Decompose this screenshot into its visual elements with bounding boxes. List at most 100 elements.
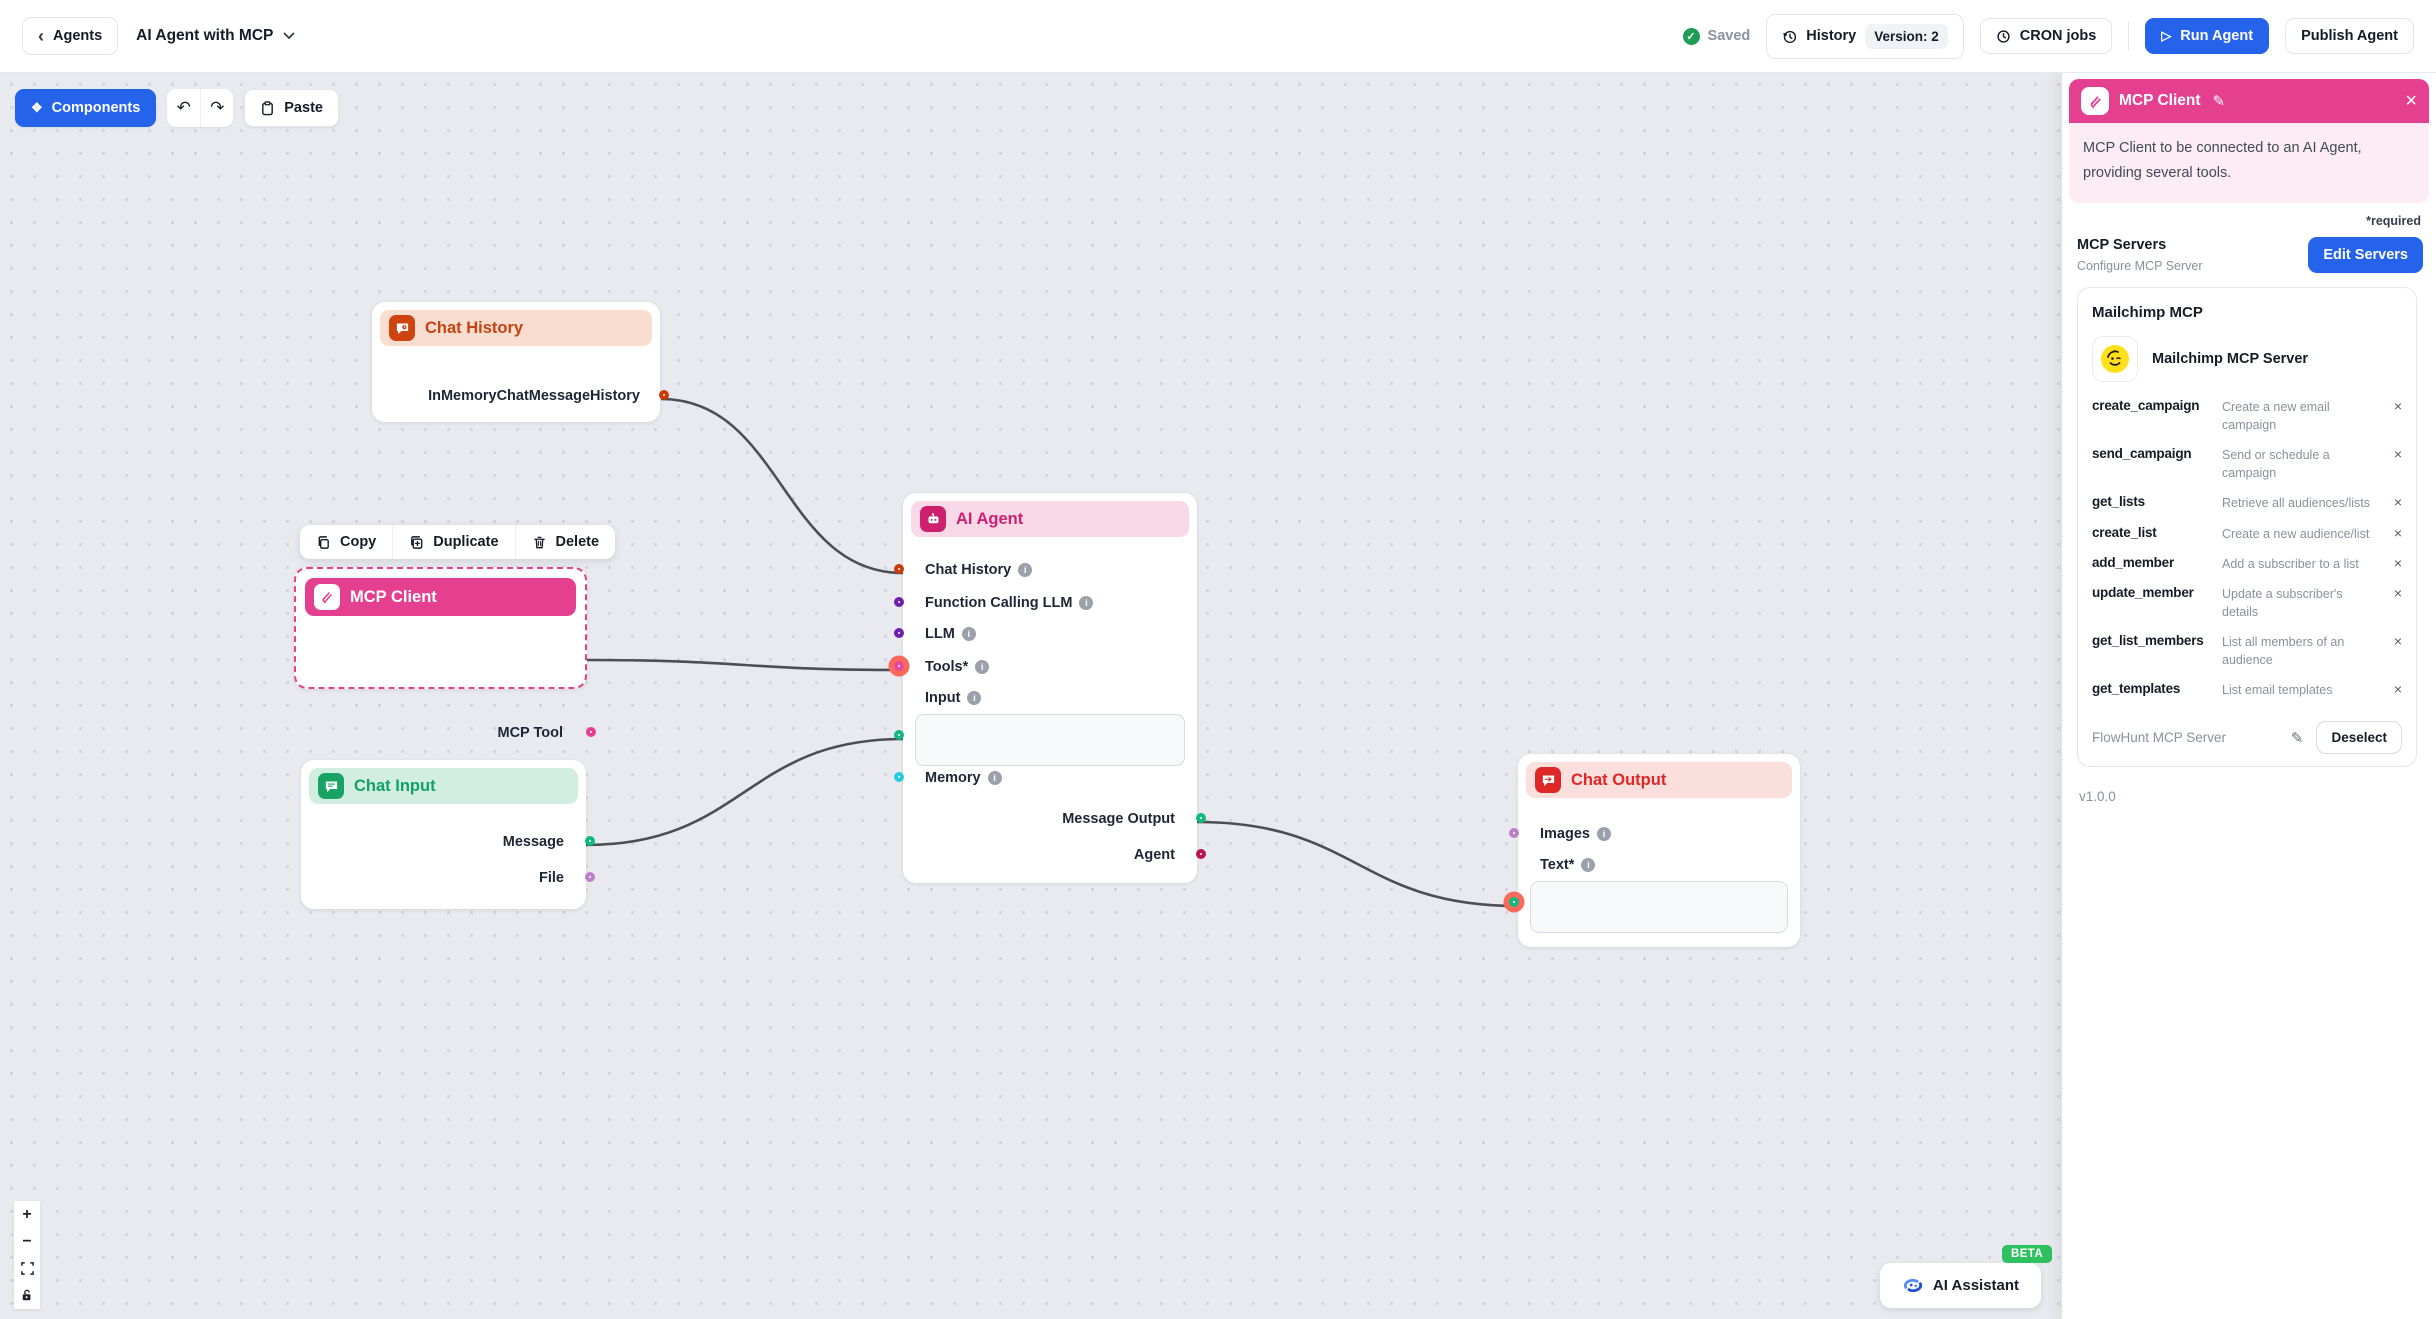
handle-agent-output[interactable] [1196, 849, 1206, 859]
edge-chathistory-to-agent[interactable] [660, 397, 904, 575]
deselect-button[interactable]: Deselect [2316, 721, 2402, 755]
info-icon[interactable]: i [975, 660, 990, 674]
redo-button[interactable]: ↷ [200, 89, 234, 127]
publish-agent-button[interactable]: Publish Agent [2285, 18, 2414, 54]
edge-messageoutput-to-text[interactable] [1196, 820, 1519, 908]
run-agent-button[interactable]: ▷ Run Agent [2145, 18, 2270, 54]
edit-title-icon[interactable]: ✎ [2212, 93, 2226, 110]
output-label: InMemoryChatMessageHistory [428, 388, 640, 404]
remove-tool-icon[interactable]: × [2393, 554, 2402, 571]
node-chat-history[interactable]: Chat History InMemoryChatMessageHistory [372, 302, 669, 422]
beta-badge: BETA [2002, 1245, 2053, 1263]
top-bar: ‹ Agents AI Agent with MCP ✓ Saved Histo… [0, 0, 2436, 73]
handle-message-output[interactable] [1196, 813, 1206, 823]
tool-row: get_lists Retrieve all audiences/lists × [2092, 488, 2402, 518]
handle-tools-input[interactable] [894, 661, 904, 671]
remove-tool-icon[interactable]: × [2393, 524, 2402, 541]
input-label: Tools* [925, 659, 969, 675]
handle-text-input[interactable] [1509, 897, 1519, 907]
node-chat-input[interactable]: Chat Input Message File [301, 760, 595, 909]
play-icon: ▷ [2161, 28, 2172, 43]
remove-tool-icon[interactable]: × [2393, 446, 2402, 463]
chevron-left-icon: ‹ [38, 26, 44, 46]
tool-desc: Retrieve all audiences/lists [2222, 496, 2370, 511]
info-icon[interactable]: i [1596, 827, 1611, 841]
remove-tool-icon[interactable]: × [2393, 397, 2402, 414]
duplicate-menu-item[interactable]: Duplicate [392, 525, 514, 559]
handle-input-field[interactable] [894, 730, 904, 740]
cron-jobs-button[interactable]: CRON jobs [1979, 18, 2113, 54]
edit-server-icon[interactable]: ✎ [2290, 729, 2304, 747]
handle-memory-input[interactable] [894, 772, 904, 782]
back-to-agents-button[interactable]: ‹ Agents [22, 17, 119, 55]
info-icon[interactable]: i [961, 627, 976, 641]
ai-assistant-button[interactable]: AI Assistant [1880, 1263, 2041, 1308]
info-icon[interactable]: i [1079, 596, 1094, 610]
handle-mcp-tool-output[interactable] [586, 727, 596, 737]
tool-desc: Create a new audience/list [2222, 526, 2370, 541]
lock-button[interactable] [14, 1282, 40, 1309]
edit-servers-button[interactable]: Edit Servers [2308, 236, 2423, 273]
panel-header: MCP Client ✎ × [2069, 79, 2429, 123]
remove-tool-icon[interactable]: × [2393, 681, 2402, 698]
output-row: Agent [1134, 847, 1175, 863]
edge-mcptool-to-tools[interactable] [586, 658, 904, 672]
component-version: v1.0.0 [2079, 789, 2116, 805]
copy-menu-item[interactable]: Copy [300, 525, 392, 559]
lock-icon [22, 1289, 31, 1301]
info-icon[interactable]: i [1581, 858, 1596, 872]
components-button[interactable]: ❖ Components [15, 89, 157, 127]
info-icon[interactable]: i [987, 771, 1002, 785]
fit-view-icon [20, 1262, 34, 1275]
handle-inmemory-output[interactable] [659, 390, 669, 400]
output-row: File [539, 870, 564, 886]
close-panel-icon[interactable]: × [2405, 89, 2417, 112]
flow-title-dropdown[interactable]: AI Agent with MCP [136, 27, 295, 45]
server-card-heading: Mailchimp MCP [2092, 303, 2203, 321]
delete-menu-item[interactable]: Delete [514, 525, 616, 559]
input-label: LLM [925, 626, 955, 642]
node-context-menu: Copy Duplicate Delete [300, 525, 616, 559]
zoom-in-button[interactable]: + [14, 1201, 40, 1228]
history-label: History [1806, 28, 1857, 44]
chat-input-icon [318, 773, 344, 799]
chat-output-textarea[interactable] [1530, 881, 1788, 933]
input-label: Text* [1540, 857, 1575, 873]
handle-chat-history-input[interactable] [894, 564, 904, 574]
info-icon[interactable]: i [1018, 563, 1033, 577]
remove-tool-icon[interactable]: × [2393, 633, 2402, 649]
undo-button[interactable]: ↶ [167, 89, 201, 127]
node-mcp-client[interactable]: MCP Client MCP Tool [294, 567, 596, 741]
copy-label: Copy [340, 534, 377, 550]
tool-name: get_templates [2092, 681, 2181, 697]
mcp-servers-section: MCP Servers Configure MCP Server Edit Se… [2069, 236, 2429, 273]
info-icon[interactable]: i [967, 691, 982, 705]
flow-canvas[interactable]: ❖ Components ↶ ↷ Paste Chat History InMe… [0, 73, 2062, 1319]
handle-file-output[interactable] [585, 872, 595, 882]
handle-llm-input[interactable] [894, 628, 904, 638]
handle-message-output[interactable] [585, 836, 595, 846]
zoom-out-button[interactable]: − [14, 1228, 40, 1255]
edge-layer [585, 397, 1519, 908]
mcp-servers-label: MCP Servers [2077, 236, 2167, 253]
handle-images-input[interactable] [1509, 828, 1519, 838]
paste-clipboard-icon [262, 100, 274, 115]
cron-clock-icon [1997, 29, 2010, 43]
paste-button[interactable]: Paste [244, 89, 339, 127]
handle-function-llm-input[interactable] [894, 597, 904, 607]
output-label: File [539, 870, 564, 886]
remove-tool-icon[interactable]: × [2393, 584, 2402, 601]
copy-icon [318, 535, 329, 549]
history-button[interactable]: History Version: 2 [1766, 13, 1964, 59]
agent-input-textarea[interactable] [915, 714, 1185, 766]
tool-name: add_member [2092, 554, 2175, 570]
edge-message-to-input[interactable] [585, 737, 904, 847]
fit-view-button[interactable] [14, 1255, 40, 1282]
remove-tool-icon[interactable]: × [2393, 494, 2402, 511]
tool-row: create_list Create a new audience/list × [2092, 519, 2402, 549]
